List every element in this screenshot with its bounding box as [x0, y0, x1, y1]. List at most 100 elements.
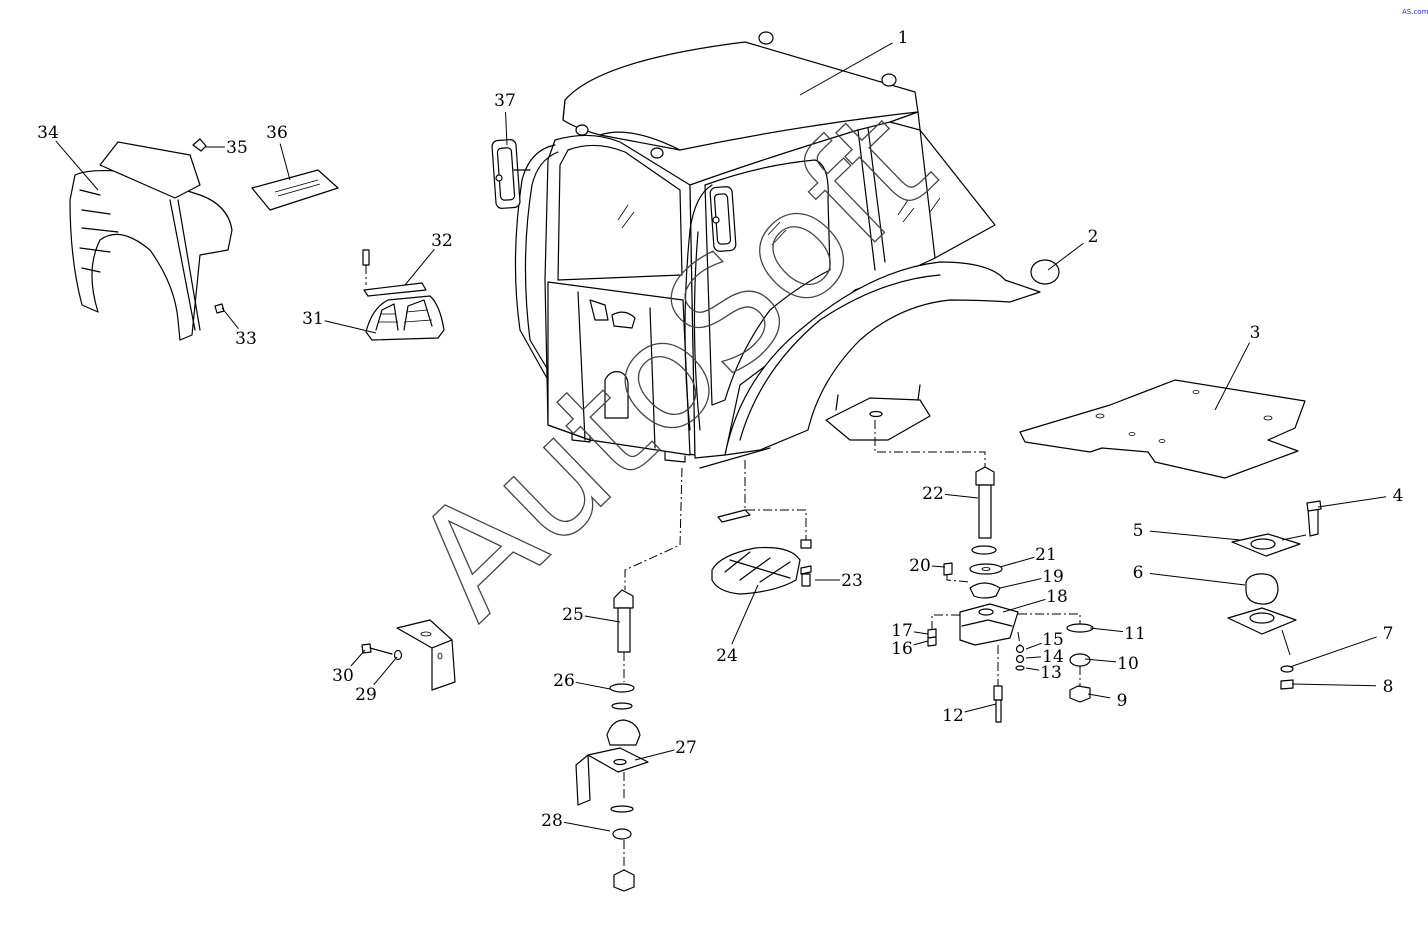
callout-10: 10	[1084, 654, 1139, 674]
callout-16: 16	[891, 639, 929, 659]
leader-line	[799, 42, 893, 96]
leader-line	[221, 307, 239, 329]
mount-group-right	[1227, 500, 1322, 690]
callout-32: 32	[404, 231, 453, 286]
mount-group-center-right	[874, 420, 1094, 723]
leader-line	[1089, 627, 1124, 633]
leader-line	[999, 556, 1035, 568]
callout-label: 34	[37, 123, 59, 143]
callout-label: 21	[1035, 545, 1057, 565]
callout-27: 27	[634, 738, 697, 761]
callout-4: 4	[1317, 486, 1404, 508]
callout-label: 16	[891, 639, 913, 659]
callout-1: 1	[799, 28, 909, 96]
callout-label: 23	[841, 571, 863, 591]
callout-20: 20	[909, 556, 946, 576]
callout-19: 19	[999, 567, 1064, 589]
callout-label: 2	[1088, 227, 1099, 247]
step-group	[711, 460, 812, 595]
callout-label: 4	[1393, 486, 1404, 506]
callout-22: 22	[922, 484, 979, 504]
callout-label: 26	[553, 671, 575, 691]
leader-line	[1025, 667, 1040, 671]
callout-label: 31	[302, 309, 324, 329]
callout-label: 33	[235, 329, 257, 349]
callout-label: 5	[1133, 521, 1144, 541]
callout-23: 23	[815, 571, 863, 591]
callout-37: 37	[494, 91, 516, 146]
leader-line	[944, 493, 979, 499]
callout-label: 14	[1042, 647, 1064, 667]
leader-line	[324, 320, 377, 334]
callout-label: 32	[431, 231, 453, 251]
mirror-left	[491, 139, 531, 209]
leader-line	[350, 649, 366, 667]
callout-18: 18	[1002, 587, 1068, 613]
callout-6: 6	[1133, 563, 1246, 586]
callout-label: 13	[1040, 663, 1062, 683]
leader-line	[964, 703, 997, 713]
leader-line	[563, 821, 611, 832]
leader-line	[913, 631, 929, 635]
callout-label: 9	[1117, 691, 1128, 711]
leader-line	[1025, 642, 1042, 650]
callout-36: 36	[266, 123, 291, 181]
callout-30: 30	[332, 649, 366, 686]
callout-label: 37	[494, 91, 516, 111]
part-3-floor-mat	[1019, 379, 1306, 479]
leader-line	[731, 584, 759, 645]
callout-3: 3	[1214, 323, 1260, 411]
callout-13: 13	[1025, 663, 1062, 683]
cab-assembly	[514, 31, 1041, 469]
leader-line	[1002, 598, 1046, 613]
leader-line	[913, 640, 929, 646]
callout-label: 27	[675, 738, 697, 758]
callout-5: 5	[1133, 521, 1241, 541]
callout-label: 7	[1383, 624, 1394, 644]
callout-11: 11	[1089, 624, 1146, 644]
callout-label: 35	[226, 138, 248, 158]
leader-line	[404, 248, 435, 286]
leader-line	[1214, 342, 1250, 411]
console-group	[69, 138, 233, 341]
leader-line	[1087, 693, 1111, 699]
callout-label: 19	[1042, 567, 1064, 587]
callout-25: 25	[562, 605, 621, 625]
watermark-text: AutoSoft	[382, 78, 966, 651]
leader-line	[1291, 683, 1377, 687]
callout-15: 15	[1025, 630, 1064, 650]
leader-line	[1289, 636, 1377, 668]
callout-34: 34	[37, 123, 99, 191]
bracket-group	[361, 619, 456, 691]
callout-14: 14	[1025, 647, 1064, 667]
callout-33: 33	[221, 307, 257, 349]
callout-label: 36	[266, 123, 288, 143]
callout-12: 12	[942, 703, 997, 726]
callout-label: 11	[1124, 624, 1146, 644]
leader-line	[55, 140, 99, 191]
callout-label: 1	[898, 28, 909, 48]
callout-label: 6	[1133, 563, 1144, 583]
leader-line	[931, 565, 946, 568]
leader-line	[575, 681, 611, 690]
callout-31: 31	[302, 309, 377, 334]
leader-line	[1317, 496, 1387, 508]
callout-21: 21	[999, 545, 1057, 568]
callout-28: 28	[541, 811, 611, 832]
callout-35: 35	[205, 138, 248, 158]
callout-label: 28	[541, 811, 563, 831]
corner-mark: AS.com	[1402, 8, 1428, 16]
callout-label: 15	[1042, 630, 1064, 650]
callout-29: 29	[355, 656, 398, 705]
callout-7: 7	[1289, 624, 1394, 668]
leader-line	[1047, 242, 1084, 271]
callout-label: 8	[1383, 677, 1394, 697]
callout-label: 22	[922, 484, 944, 504]
mount-group-center-left	[575, 467, 683, 892]
callout-label: 24	[716, 646, 738, 666]
leader-line	[279, 143, 291, 181]
callout-8: 8	[1291, 677, 1394, 697]
callout-2: 2	[1047, 227, 1099, 271]
callout-label: 30	[332, 666, 354, 686]
